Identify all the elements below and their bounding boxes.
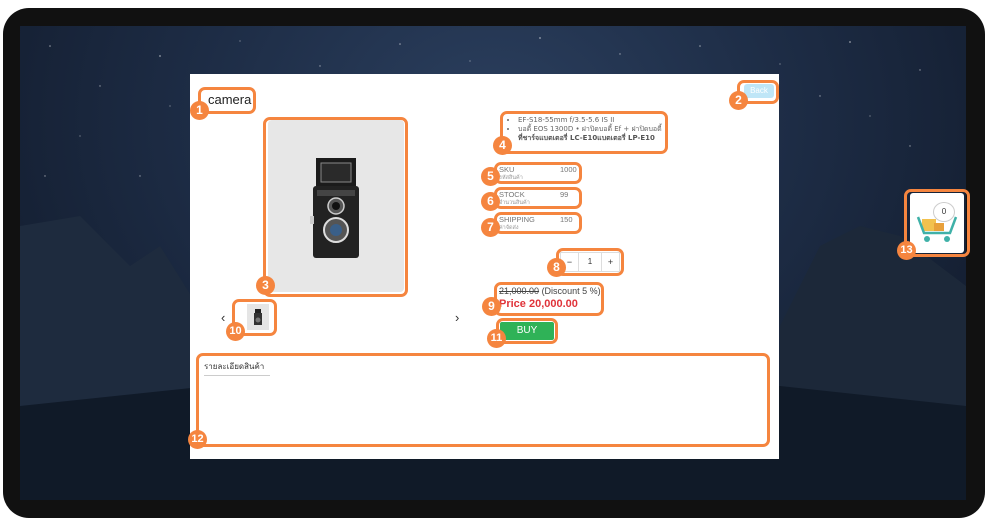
prev-image-arrow[interactable]: ‹	[221, 310, 226, 325]
starfield	[44, 37, 941, 287]
callout-box-4	[500, 111, 668, 154]
callout-badge-12: 12	[188, 430, 207, 449]
old-price-value: 21,000.00	[499, 286, 540, 296]
next-image-arrow[interactable]: ›	[455, 310, 460, 325]
callout-badge-13: 13	[897, 241, 916, 260]
back-button[interactable]: Back	[744, 84, 774, 98]
price-original: 21,000.00 (Discount 5 %)	[499, 286, 601, 296]
callout-badge-7: 7	[481, 218, 500, 237]
callout-badge-4: 4	[493, 136, 512, 155]
stock-value: 99	[560, 190, 569, 199]
callout-box-12	[196, 353, 770, 447]
sku-label: SKU	[499, 165, 515, 174]
product-title: camera	[208, 92, 252, 107]
product-spec-list: EF-S18-55mm f/3.5-5.6 IS II บอดี้ EOS 13…	[510, 116, 668, 143]
cart-icon	[916, 216, 958, 242]
stock-sublabel: จำนวนสินค้า	[499, 200, 530, 206]
camera-icon	[310, 158, 359, 258]
sku-sublabel: รหัสสินค้า	[499, 175, 523, 181]
callout-box-13	[904, 189, 970, 257]
product-main-image	[268, 120, 404, 292]
callout-badge-2: 2	[729, 91, 748, 110]
quantity-decrease-button[interactable]: −	[566, 257, 573, 267]
callout-badge-6: 6	[481, 192, 500, 211]
spec-item: EF-S18-55mm f/3.5-5.6 IS II	[518, 116, 668, 125]
spec-item: ที่ชาร์จแบตเตอรี่ LC-E10แบตเตอรี่ LP-E10	[518, 134, 655, 142]
sku-value: 1000	[560, 165, 577, 174]
callout-box-1	[198, 87, 256, 114]
callout-badge-11: 11	[487, 329, 506, 348]
callout-badge-5: 5	[481, 167, 500, 186]
stock-label: STOCK	[499, 190, 525, 199]
discount-label: (Discount 5 %)	[541, 286, 601, 296]
callout-box-3	[263, 117, 408, 297]
quantity-input[interactable]: 1	[577, 253, 603, 271]
callout-box-5	[494, 162, 582, 184]
callout-box-7	[494, 212, 582, 234]
callout-badge-1: 1	[190, 101, 209, 120]
callout-box-9	[494, 282, 604, 316]
callout-badge-3: 3	[256, 276, 275, 295]
callout-badge-10: 10	[226, 322, 245, 341]
spec-item: บอดี้ EOS 1300D • ฝาปิดบอดี้ Ef + ฝาปิดบ…	[518, 125, 668, 134]
buy-button[interactable]: BUY	[500, 322, 554, 340]
callout-box-8	[556, 248, 624, 276]
cart-count-badge: 0	[933, 202, 955, 222]
shipping-value: 150	[560, 215, 573, 224]
quantity-increase-button[interactable]: +	[607, 257, 614, 267]
shipping-sublabel: ค่าจัดส่ง	[499, 225, 519, 231]
callout-box-10	[232, 299, 277, 336]
camera-thumb-icon	[254, 309, 262, 325]
callout-badge-9: 9	[482, 297, 501, 316]
callout-box-6	[494, 187, 582, 209]
product-thumbnail[interactable]	[247, 304, 269, 330]
shipping-label: SHIPPING	[499, 215, 535, 224]
description-title: รายละเอียดสินค้า	[204, 360, 270, 376]
callout-badge-8: 8	[547, 258, 566, 277]
price-current: Price 20,000.00	[499, 298, 578, 310]
